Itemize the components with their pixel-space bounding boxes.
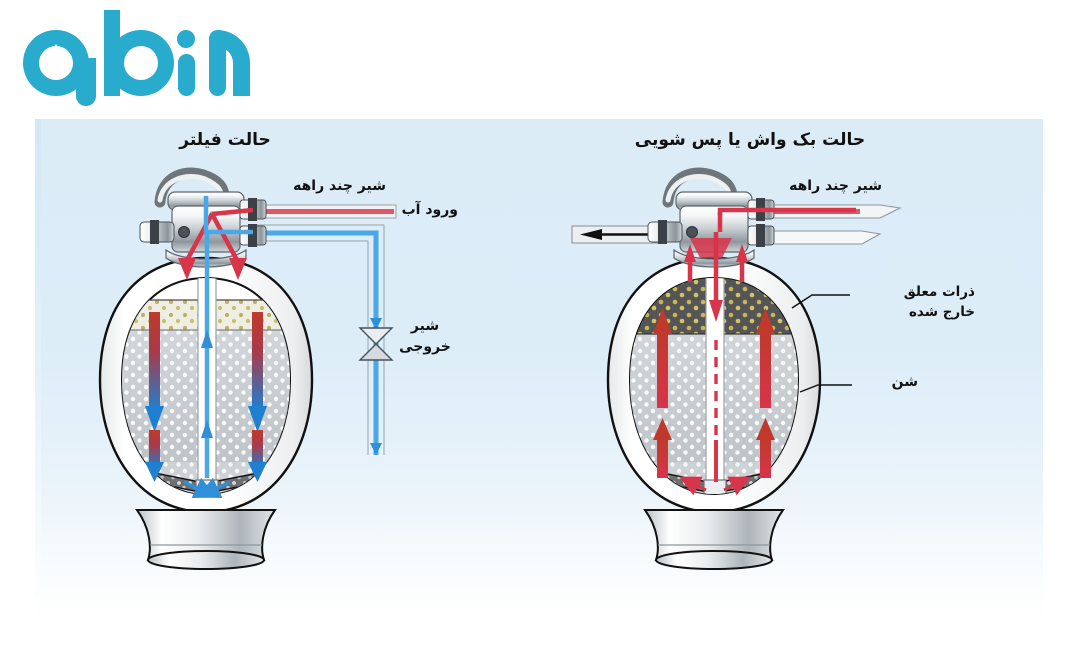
label-outlet-valve: شیر خروجی bbox=[399, 318, 451, 355]
callout-leaders-right bbox=[791, 294, 852, 393]
label-sand: شن bbox=[891, 374, 918, 390]
downflow-arrow-left-2 bbox=[248, 312, 267, 432]
abin-logo-svg bbox=[23, 10, 250, 106]
label-multiport-valve-right: شیر چند راهه bbox=[789, 178, 882, 194]
filter-mode-diagram bbox=[98, 167, 397, 570]
waste-pipe-right bbox=[757, 230, 882, 245]
upflow-arrow-right-3 bbox=[653, 418, 672, 478]
multiport-valve-left bbox=[139, 167, 267, 268]
backwash-mode-diagram bbox=[571, 167, 902, 570]
flow-arrows-right bbox=[653, 207, 856, 496]
tank-base-left bbox=[135, 509, 277, 570]
downflow-arrow-left-4 bbox=[248, 430, 267, 482]
filter-mode-title: حالت فیلتر bbox=[179, 130, 271, 150]
water-drop-icon bbox=[45, 44, 67, 74]
logo-letter-b-bowl bbox=[108, 30, 174, 96]
brand-logo bbox=[4, 8, 294, 108]
backwash-mode-title: حالت بک واش یا پس شویی bbox=[634, 130, 866, 150]
upflow-arrow-right-4 bbox=[756, 418, 775, 478]
outlet-pipe-left bbox=[256, 224, 394, 455]
label-suspended-particles: ذرات معلق خارج شده bbox=[903, 284, 975, 320]
logo-letter-a bbox=[23, 30, 89, 96]
downflow-arrow-left-1 bbox=[145, 312, 164, 432]
flow-arrows-left bbox=[145, 196, 267, 498]
label-multiport-valve-left: شیر چند راهه bbox=[293, 178, 386, 194]
downflow-arrow-left-3 bbox=[145, 430, 164, 482]
logo-letter-i-stem bbox=[178, 54, 195, 96]
outlet-valve-icon bbox=[358, 327, 394, 361]
upflow-arrow-right-1 bbox=[653, 308, 672, 408]
upflow-arrow-right-2 bbox=[756, 308, 775, 408]
inlet-pipe-left bbox=[255, 204, 397, 219]
logo-letter-n-arch bbox=[217, 30, 250, 96]
tank-base-right bbox=[643, 509, 785, 570]
logo-letter-i-dot bbox=[177, 30, 195, 48]
label-water-inlet: ورود آب bbox=[401, 202, 458, 218]
logo-letter-a-stem bbox=[76, 58, 96, 106]
